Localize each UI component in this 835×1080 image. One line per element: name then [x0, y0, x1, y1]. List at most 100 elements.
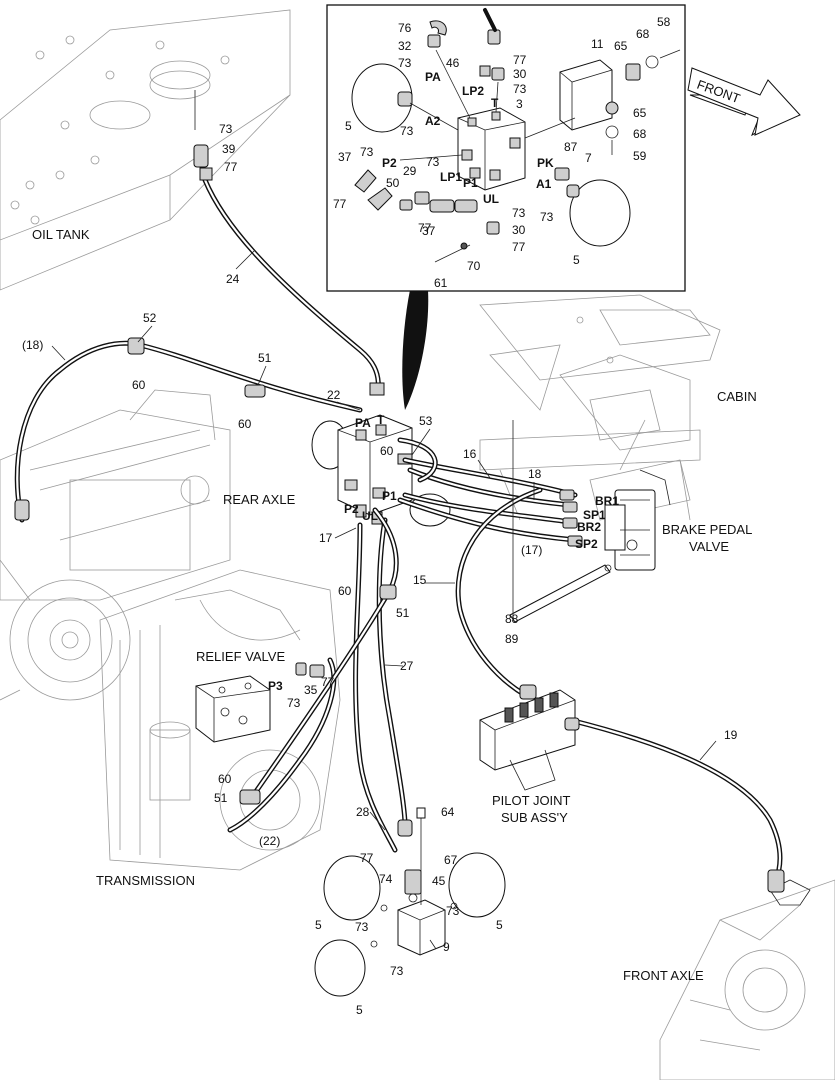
inset-part-73-g: 73 [512, 206, 526, 220]
part-60-b: 60 [238, 417, 252, 431]
transmission-label: TRANSMISSION [96, 873, 195, 888]
part-28: 28 [356, 805, 370, 819]
main-port-p2: P2 [344, 502, 359, 516]
main-port-sp1: SP1 [583, 508, 606, 522]
inset-part-29: 29 [403, 164, 417, 178]
inset-part-50: 50 [386, 176, 400, 190]
inset-part-73: 73 [398, 56, 412, 70]
front-direction-arrow [687, 67, 801, 137]
pilot-joint-label-line2: SUB ASS'Y [501, 810, 568, 825]
inset-part-77-c: 77 [418, 221, 432, 235]
part-9: 9 [443, 940, 450, 954]
inset-part-30-b: 30 [512, 223, 526, 237]
part-5: 5 [315, 918, 322, 932]
inset-part-32: 32 [398, 39, 412, 53]
inset-part-73-e: 73 [426, 155, 440, 169]
inset-part-46: 46 [446, 56, 460, 70]
oil-tank-label: OIL TANK [32, 227, 90, 242]
main-port-t: T [377, 413, 385, 427]
pilot-joint-sub-assembly [479, 689, 576, 791]
inset-part-11: 11 [591, 37, 604, 51]
inset-part-73-b: 73 [513, 82, 527, 96]
part-77-c: 77 [360, 851, 374, 865]
part-19: 19 [724, 728, 738, 742]
part-5-b: 5 [496, 918, 503, 932]
part-60-d: 60 [338, 584, 352, 598]
part-15: 15 [413, 573, 427, 587]
cabin-label: CABIN [717, 389, 757, 404]
part-18-ref: (18) [22, 338, 43, 352]
inset-part-77-b: 77 [333, 197, 347, 211]
part-73-e: 73 [390, 964, 404, 978]
inset-part-73-c: 73 [400, 124, 414, 138]
inset-part-76: 76 [398, 21, 412, 35]
part-53: 53 [419, 414, 433, 428]
inset-part-5-b: 5 [573, 253, 580, 267]
inset-part-61: 61 [434, 276, 448, 290]
part-51-b: 51 [396, 606, 410, 620]
part-18: 18 [528, 467, 542, 481]
main-port-br1: BR1 [595, 494, 619, 508]
front-axle-label: FRONT AXLE [623, 968, 704, 983]
part-74: 74 [379, 872, 393, 886]
inset-port-a2: A2 [425, 114, 441, 128]
part-39: 39 [222, 142, 236, 156]
part-51-c: 51 [214, 791, 228, 805]
pilot-joint-label-line1: PILOT JOINT [492, 793, 571, 808]
part-73-d: 73 [446, 904, 460, 918]
inset-callout-leader [402, 290, 429, 410]
hose-strap [509, 564, 612, 623]
inset-part-30: 30 [513, 67, 527, 81]
part-22-ref: (22) [259, 834, 280, 848]
inset-part-68: 68 [636, 27, 650, 41]
part-52: 52 [143, 311, 157, 325]
inset-part-65-b: 65 [633, 106, 647, 120]
part-27: 27 [400, 659, 414, 673]
part-22: 22 [327, 388, 341, 402]
inset-part-77: 77 [513, 53, 527, 67]
inset-part-73-d: 73 [360, 145, 374, 159]
main-port-p1: P1 [382, 489, 397, 503]
part-77-b: 77 [321, 675, 335, 689]
inset-port-lp1: LP1 [440, 170, 462, 184]
part-35: 35 [304, 683, 318, 697]
inset-part-58: 58 [657, 15, 671, 29]
main-port-sp2: SP2 [575, 537, 598, 551]
part-73-c: 73 [355, 920, 369, 934]
part-67: 67 [444, 853, 458, 867]
inset-port-p2: P2 [382, 156, 397, 170]
cabin-frame-outline [479, 294, 721, 521]
inset-port-ul: UL [483, 192, 499, 206]
part-51: 51 [258, 351, 272, 365]
inset-port-pa: PA [425, 70, 441, 84]
part-24: 24 [226, 272, 240, 286]
relief-valve-block [195, 675, 271, 743]
hoses [14, 177, 783, 888]
inset-detail-parts [351, 8, 681, 263]
part-73: 73 [219, 122, 233, 136]
main-port-p3: P3 [268, 679, 283, 693]
part-5-c: 5 [356, 1003, 363, 1017]
inset-part-77-d: 77 [512, 240, 526, 254]
inset-part-68-b: 68 [633, 127, 647, 141]
accumulator-block [314, 807, 506, 997]
part-60-e: 60 [218, 772, 232, 786]
inset-part-65: 65 [614, 39, 628, 53]
part-17: 17 [319, 531, 333, 545]
part-60-c: 60 [380, 444, 394, 458]
main-port-pa: PA [355, 416, 371, 430]
inset-part-70: 70 [467, 259, 481, 273]
part-64: 64 [441, 805, 455, 819]
inset-port-p1: P1 [463, 176, 478, 190]
inset-port-lp2: LP2 [462, 84, 484, 98]
part-60: 60 [132, 378, 146, 392]
part-17-ref: (17) [521, 543, 542, 557]
inset-port-a1: A1 [536, 177, 552, 191]
inset-part-37: 37 [338, 150, 352, 164]
inset-port-t: T [491, 96, 499, 110]
fittings [14, 90, 785, 893]
leader-lines [51, 249, 717, 950]
front-axle-outline [659, 879, 835, 1080]
inset-part-37-b: 37 [422, 224, 436, 238]
